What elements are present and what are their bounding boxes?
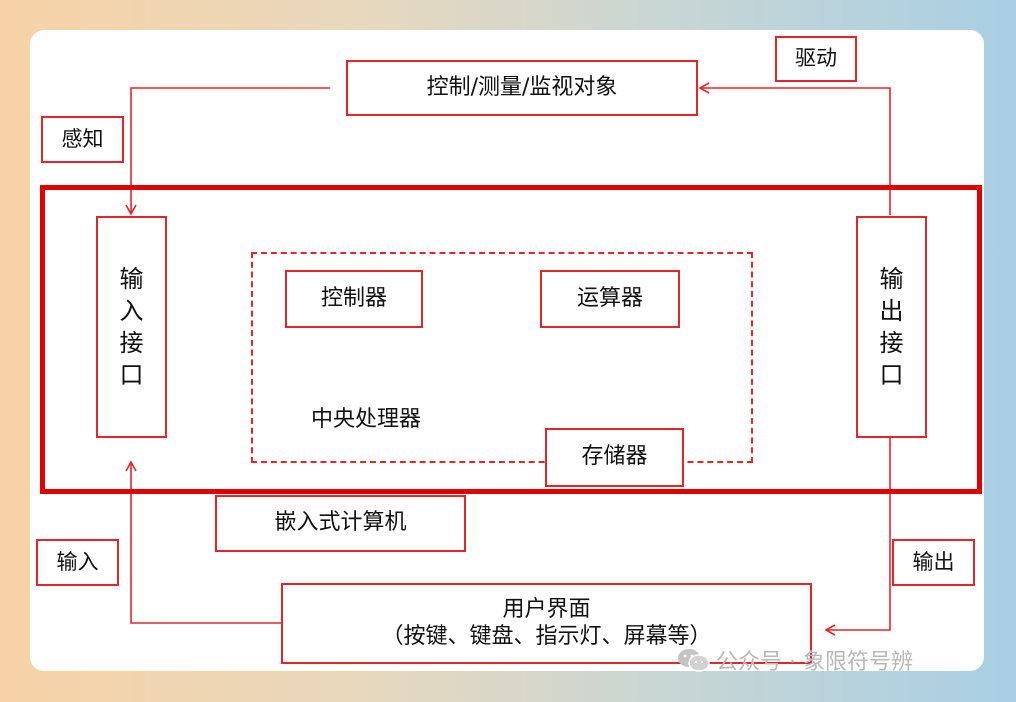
input-label-box: 输入 [36,539,119,586]
storage-label: 存储器 [581,444,648,470]
wechat-icon [678,649,710,672]
controller-box: 控制器 [285,270,423,328]
input-interface-box: 输 入 接 口 [96,216,167,438]
drive-label: 驱动 [795,46,837,71]
output-label-box: 输出 [892,539,975,586]
user-interface-detail: （按键、键盘、指示灯、屏幕等） [381,623,712,649]
output-label: 输出 [912,549,955,574]
input-interface-char: 接 [119,329,144,357]
controller-label: 控制器 [320,285,387,311]
input-interface-char: 口 [119,361,144,389]
output-interface-char: 出 [879,297,904,325]
cpu-region [251,252,753,463]
output-arrow [824,438,891,636]
embedded-computer-label-box: 嵌入式计算机 [215,495,466,552]
output-interface-char: 输 [879,265,904,293]
cpu-label: 中央处理器 [311,407,422,432]
input-interface-char: 入 [119,297,144,325]
alu-label: 运算器 [576,285,643,311]
watermark: 公众号 · 象限符号辨 [676,644,913,676]
diagram-card [30,30,984,671]
watermark-text: 公众号 · 象限符号辨 [716,650,913,675]
user-interface-title: 用户界面 [502,597,591,623]
embedded-computer-frame [40,185,982,494]
storage-box: 存储器 [545,428,684,487]
input-label: 输入 [56,549,99,574]
output-interface-box: 输 出 接 口 [856,216,927,438]
input-interface-char: 输 [119,265,144,293]
control-object-box: 控制/测量/监视对象 [346,60,698,116]
sense-label: 感知 [61,126,104,151]
alu-box: 运算器 [540,270,680,328]
user-interface-box: 用户界面 （按键、键盘、指示灯、屏幕等） [281,583,812,664]
output-interface-char: 口 [879,361,904,389]
embedded-computer-label: 嵌入式计算机 [274,510,407,536]
sense-label-box: 感知 [41,116,124,163]
drive-arrow [698,82,891,215]
control-object-label: 控制/测量/监视对象 [426,74,618,100]
drive-label-box: 驱动 [775,36,857,82]
input-arrow [125,460,282,624]
output-interface-char: 接 [879,329,904,357]
sense-arrow [125,87,330,216]
